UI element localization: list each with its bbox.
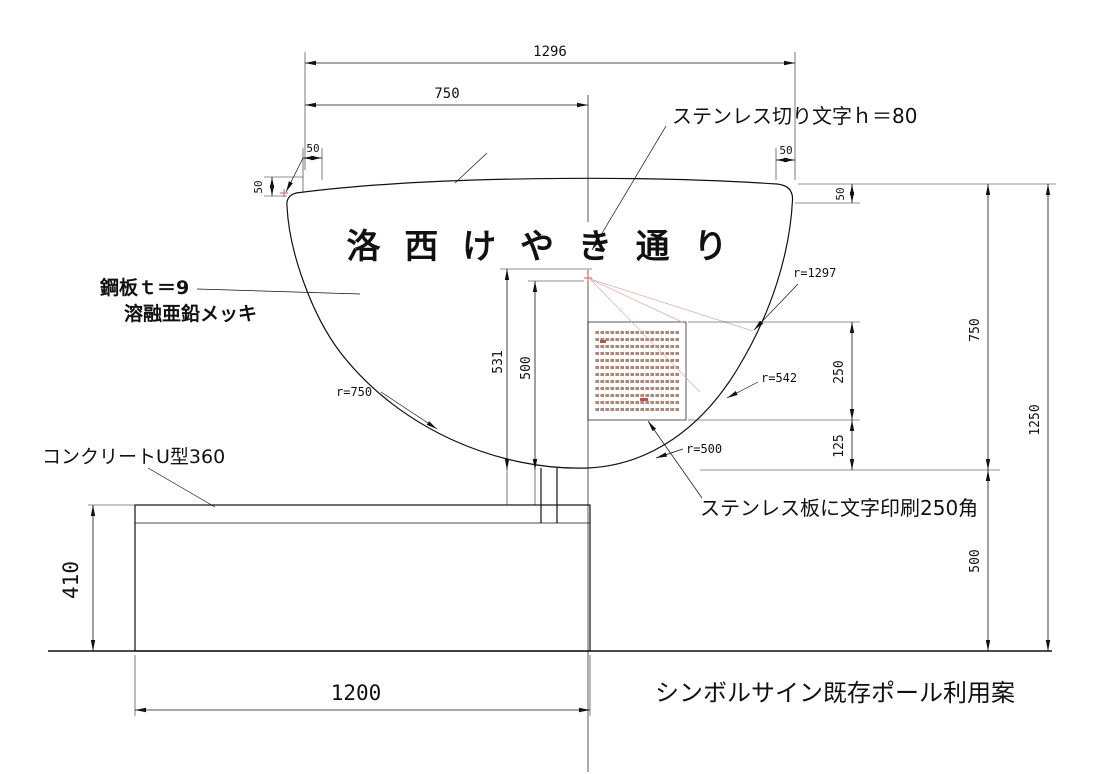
concrete-base-outline [134, 504, 591, 652]
dim-500-center: 500 [519, 356, 534, 379]
dim-125: 125 [832, 434, 847, 457]
dim-50-left-h: 50 [306, 142, 319, 155]
dim-750-right: 750 [968, 318, 983, 341]
leader-lines [147, 125, 799, 508]
dim-250: 250 [832, 360, 847, 383]
extension-lines [88, 52, 1056, 716]
pole [540, 468, 558, 523]
label-concrete-base: コンクリートU型360 [42, 446, 225, 468]
radius-r500: r=500 [686, 442, 722, 456]
label-steel-plate-1: 鋼板ｔ＝9 [99, 276, 189, 299]
radius-r1297: r=1297 [793, 266, 836, 280]
dimension-texts: 1296 750 50 50 50 50 531 500 250 125 750… [59, 44, 1043, 705]
label-cut-letters: ステンレス切り文字ｈ＝80 [672, 104, 917, 128]
radius-r750: r=750 [336, 385, 372, 399]
label-printed-plate: ステンレス板に文字印刷250角 [700, 496, 978, 520]
printed-plate-text-texture [594, 328, 680, 412]
registration-marks [280, 189, 592, 282]
dim-750-top: 750 [434, 86, 459, 102]
dim-50-right-h: 50 [779, 144, 792, 157]
dim-50-right-v: 50 [834, 187, 847, 200]
dim-1296: 1296 [533, 44, 567, 60]
dim-1250: 1250 [1028, 404, 1043, 435]
dim-410: 410 [59, 561, 83, 599]
annotation-texts: ステンレス切り文字ｈ＝80 鋼板ｔ＝9 溶融亜鉛メッキ コンクリートU型360 … [42, 104, 1015, 707]
label-steel-plate-2: 溶融亜鉛メッキ [124, 302, 257, 325]
printed-plate [587, 321, 687, 421]
dim-531: 531 [491, 350, 506, 373]
radius-r542: r=542 [761, 371, 797, 385]
construction-lines [589, 278, 754, 393]
dim-1200: 1200 [331, 681, 382, 705]
drawing-title: シンボルサイン既存ポール利用案 [655, 679, 1015, 707]
dimension-lines [90, 60, 1051, 713]
sign-plate-outline [286, 177, 794, 469]
dim-50-left-v: 50 [252, 180, 265, 193]
radius-texts: r=750 r=1297 r=542 r=500 [336, 266, 836, 456]
sign-text: 洛 西 け や き 通 り [346, 227, 733, 267]
dim-500-right: 500 [968, 549, 983, 572]
